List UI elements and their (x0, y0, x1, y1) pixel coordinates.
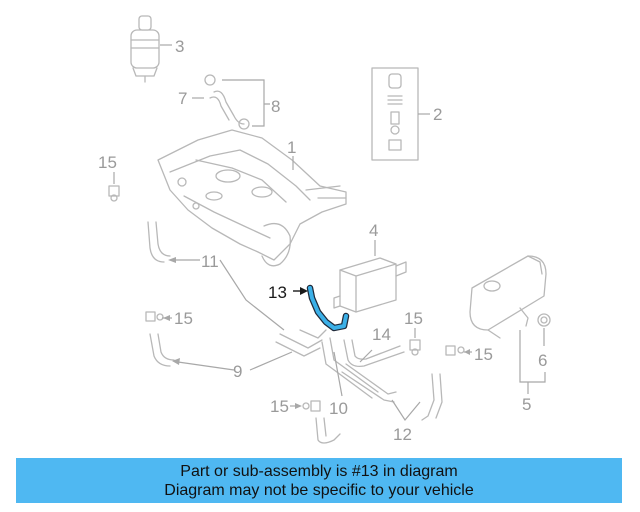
part-15-fitting-c[interactable] (409, 339, 421, 356)
part-1-air-supply-unit[interactable] (157, 129, 347, 267)
part-15-fitting-b[interactable] (145, 311, 164, 322)
part-9-hose[interactable] (149, 329, 327, 367)
callout-9: 9 (233, 362, 242, 381)
banner-line-2: Diagram may not be specific to your vehi… (164, 481, 474, 499)
part-2-valve-kit[interactable] (371, 67, 419, 161)
part-5-air-tank[interactable] (469, 255, 547, 339)
part-11-hose[interactable] (147, 221, 171, 263)
callout-1: 1 (287, 138, 296, 157)
callout-10: 10 (329, 399, 348, 418)
part-15-fitting-d[interactable] (302, 400, 321, 412)
callout-12: 12 (393, 425, 412, 444)
part-14-hose[interactable] (343, 339, 405, 368)
part-15-fitting-e[interactable] (445, 345, 465, 356)
part-6-plug[interactable] (537, 313, 551, 327)
info-banner: Part or sub-assembly is #13 in diagram D… (16, 458, 622, 503)
callout-15-e: 15 (474, 345, 493, 364)
part-4-control-module[interactable] (333, 257, 407, 313)
part-13-hose-highlighted[interactable] (306, 284, 350, 332)
part-3-reservoir[interactable] (130, 15, 160, 83)
callout-14: 14 (372, 325, 391, 344)
callout-15-d: 15 (270, 397, 289, 416)
callout-2: 2 (433, 105, 442, 124)
callout-7: 7 (178, 89, 187, 108)
callout-5: 5 (522, 395, 531, 414)
callout-13: 13 (268, 283, 287, 302)
part-8-clamp[interactable] (204, 74, 250, 130)
part-15-fitting-a[interactable] (108, 185, 120, 202)
part-7-hose[interactable] (209, 90, 245, 125)
callout-8: 8 (271, 97, 280, 116)
callout-4: 4 (369, 221, 378, 240)
part-12-hose[interactable] (341, 363, 443, 421)
callout-15-c: 15 (404, 309, 423, 328)
part-10-hose[interactable] (315, 337, 379, 444)
callout-6: 6 (538, 351, 547, 370)
callout-15-a: 15 (98, 153, 117, 172)
parts-diagram: 3 2 7 8 1 15 (98, 15, 551, 444)
callout-15-b: 15 (174, 309, 193, 328)
banner-line-1: Part or sub-assembly is #13 in diagram (180, 462, 458, 480)
callout-11: 11 (201, 252, 219, 271)
callout-3: 3 (175, 37, 184, 56)
